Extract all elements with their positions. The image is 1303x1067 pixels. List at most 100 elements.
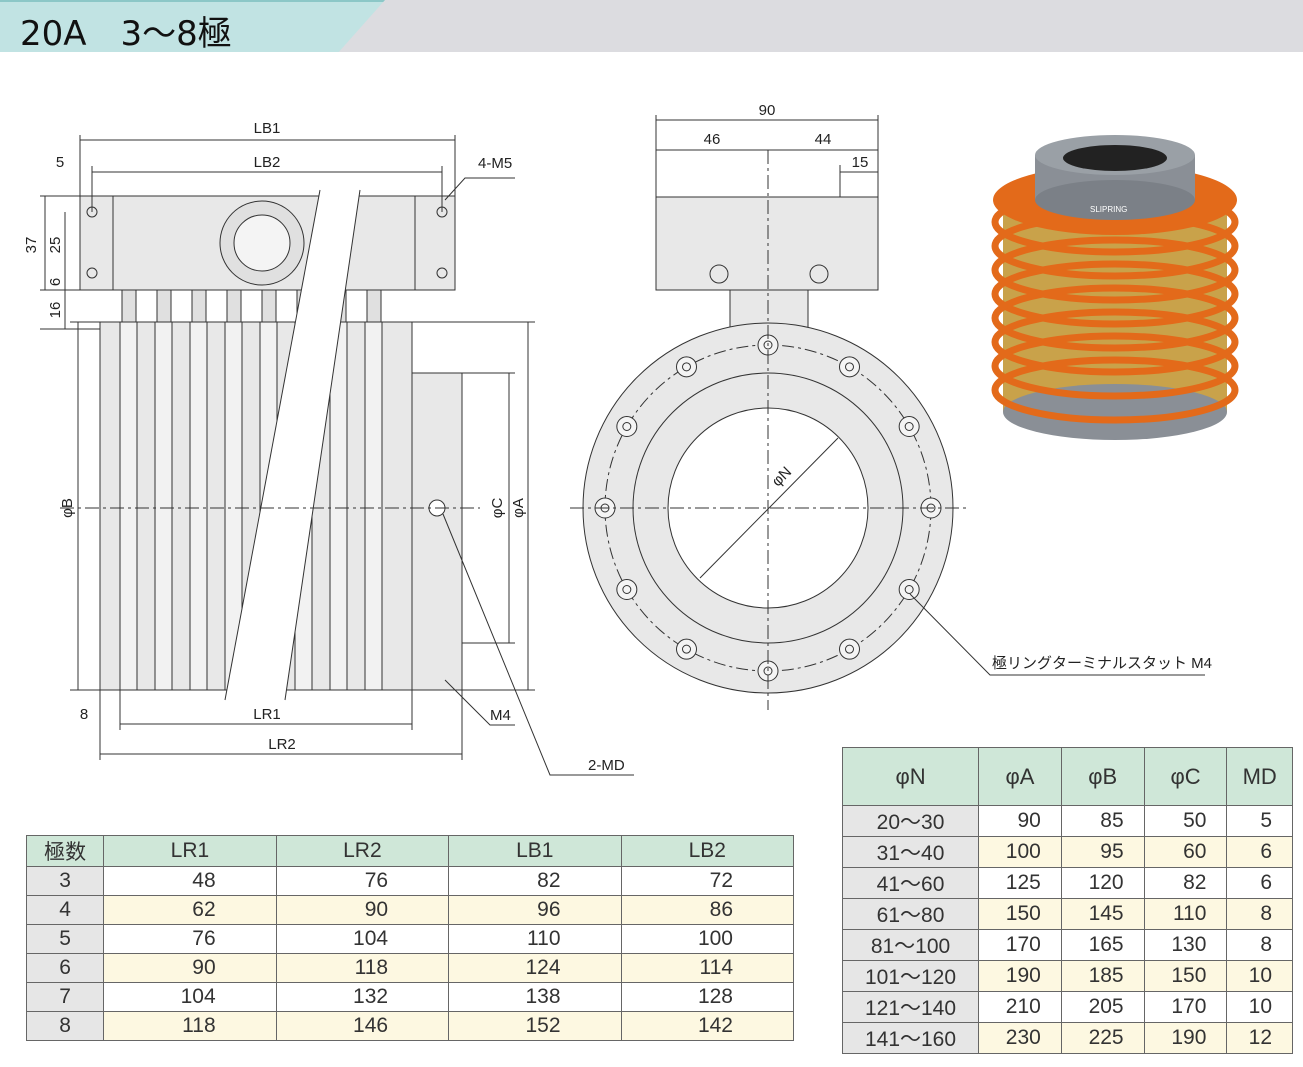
column-header: MD [1226, 747, 1293, 806]
bolt-icon [898, 579, 920, 600]
ring [991, 236, 1239, 304]
table-cell: 48 [103, 866, 277, 896]
column-header: φB [1060, 747, 1145, 806]
dim-phi-a: φA [510, 498, 527, 518]
label-m4: M4 [490, 707, 511, 724]
label-terminal-stud: 極リングターミナルスタット M4 [992, 655, 1212, 672]
table-cell: 62 [103, 895, 277, 925]
table-cell: 50 [1143, 805, 1228, 837]
dim-90: 90 [759, 102, 776, 119]
table-cell: 124 [448, 953, 622, 983]
table-cell: 130 [1143, 929, 1228, 961]
table-cell: 4 [25, 895, 105, 925]
table-cell: 6 [1226, 867, 1293, 899]
table-cell: 6 [1226, 836, 1293, 868]
table-cell: 165 [1060, 929, 1145, 961]
table-cell: 132 [275, 982, 450, 1012]
bolt-icon [898, 416, 920, 437]
header-bar: 20A 3〜8極 [0, 0, 1303, 54]
table-cell: 225 [1060, 1022, 1145, 1054]
table-cell: 81〜100 [841, 929, 980, 961]
fin [189, 321, 208, 691]
table-cell: 76 [275, 866, 450, 896]
dim-44: 44 [815, 131, 832, 148]
table-cell: 96 [448, 895, 622, 925]
dim-lr2: LR2 [268, 736, 296, 753]
slipring-photo: SLIPRING [991, 135, 1239, 440]
table-cell: 101〜120 [841, 960, 980, 992]
bolt-icon [676, 638, 697, 660]
table-cell: 10 [1226, 991, 1293, 1023]
table-cell: 100 [620, 924, 795, 954]
bolt-icon [676, 356, 697, 378]
ring [991, 308, 1239, 376]
dim-phi-c: φC [489, 498, 506, 519]
dim-25: 25 [47, 237, 64, 254]
table-cell: 41〜60 [841, 867, 980, 899]
table-cell: 114 [620, 953, 795, 983]
dim-lb2: LB2 [254, 154, 281, 171]
table-cell: 12 [1226, 1022, 1293, 1054]
table-cell: 104 [275, 924, 450, 954]
table-cell: 125 [978, 867, 1062, 899]
column-header: LR2 [275, 835, 450, 867]
label-2-md: 2-MD [588, 757, 625, 774]
table-cell: 60 [1143, 836, 1228, 868]
fin [154, 321, 173, 691]
table-cell: 10 [1226, 960, 1293, 992]
column-header: LB2 [620, 835, 795, 867]
table-cell: 5 [25, 924, 105, 954]
column-header: LR1 [103, 835, 277, 867]
table-cell: 110 [448, 924, 622, 954]
table-cell: 72 [620, 866, 795, 896]
ring [991, 356, 1239, 424]
dim-lr1: LR1 [253, 706, 281, 723]
table-cell: 185 [1060, 960, 1145, 992]
dim-46: 46 [704, 131, 721, 148]
table-cell: 205 [1060, 991, 1145, 1023]
front-view [570, 115, 1205, 710]
dim-phi-b: φB [59, 498, 76, 518]
table-cell: 90 [978, 805, 1062, 837]
table-cell: 82 [1143, 867, 1228, 899]
bolt-icon [616, 579, 638, 600]
table-cell: 150 [978, 898, 1062, 930]
dim-8: 8 [80, 706, 88, 723]
fin [364, 321, 383, 691]
table-cell: 31〜40 [841, 836, 980, 868]
table-cell: 5 [1226, 805, 1293, 837]
table-cell: 210 [978, 991, 1062, 1023]
terminal [191, 289, 207, 323]
table-cell: 7 [25, 982, 105, 1012]
table-cell: 121〜140 [841, 991, 980, 1023]
column-header: φA [978, 747, 1062, 806]
terminal [156, 289, 172, 323]
table-cell: 3 [25, 866, 105, 896]
page-title: 20A 3〜8極 [20, 14, 232, 54]
bolt-icon [839, 356, 860, 378]
table-cell: 190 [1143, 1022, 1228, 1054]
table-cell: 145 [1060, 898, 1145, 930]
bolt-icon [839, 638, 860, 660]
table-cell: 86 [620, 895, 795, 925]
label-4-m5: 4-M5 [478, 155, 512, 172]
table-cell: 8 [1226, 929, 1293, 961]
dim-16: 16 [47, 302, 64, 319]
table-cell: 90 [103, 953, 277, 983]
header-accent [0, 0, 385, 52]
table-cell: 190 [978, 960, 1062, 992]
table-cell: 141〜160 [841, 1022, 980, 1054]
terminal [121, 289, 137, 323]
dim-15: 15 [852, 154, 869, 171]
table-cell: 150 [1143, 960, 1228, 992]
dim-6: 6 [47, 278, 64, 286]
table-cell: 85 [1060, 805, 1145, 837]
